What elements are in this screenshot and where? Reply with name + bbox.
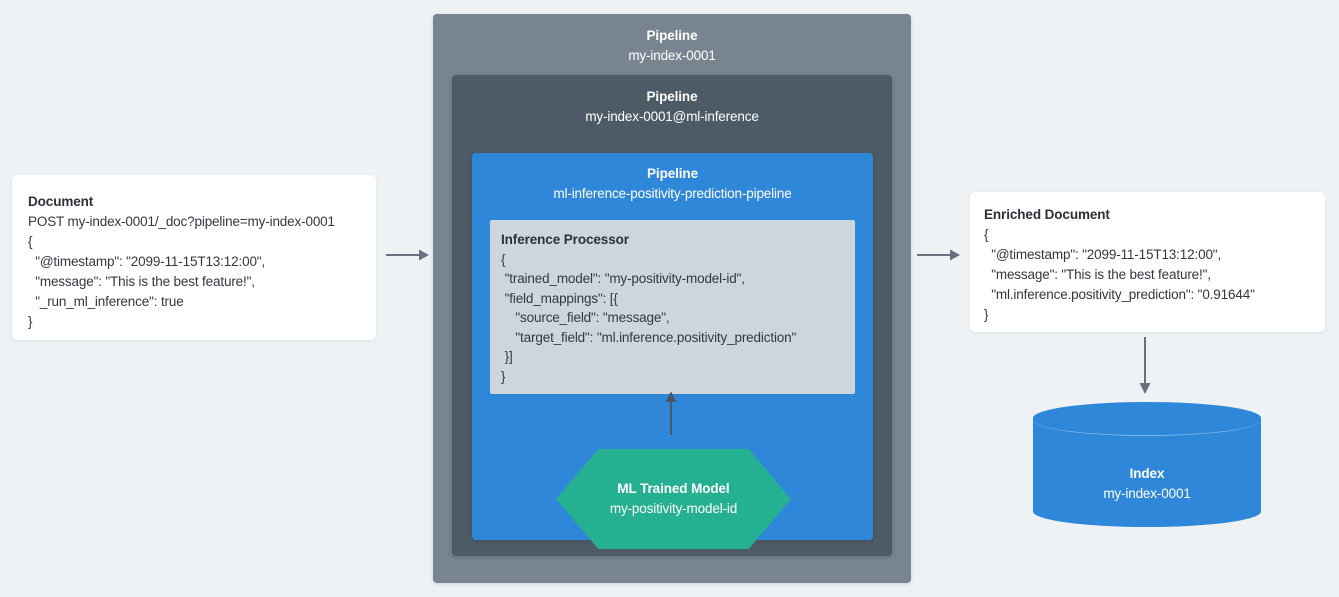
document-line-2: "@timestamp": "2099-11-15T13:12:00",: [28, 253, 266, 269]
document-line-4: "_run_ml_inference": true: [28, 293, 184, 309]
document-line-0: POST my-index-0001/_doc?pipeline=my-inde…: [28, 213, 335, 229]
pipeline-middle-header: Pipeline my-index-0001@ml-inference: [452, 75, 892, 128]
pipeline-inner-subtitle: ml-inference-positivity-prediction-pipel…: [553, 186, 792, 202]
arrow-enriched-document-to-index-icon: [1139, 337, 1151, 394]
enriched-document-title: Enriched Document: [984, 207, 1110, 222]
pipeline-inner-title: Pipeline: [647, 166, 698, 181]
index-cylinder: Index my-index-0001: [1033, 402, 1261, 527]
arrow-ml-model-to-inference-processor-icon: [665, 391, 677, 435]
pipeline-outer-title: Pipeline: [646, 28, 698, 43]
document-line-3: "message": "This is the best feature!",: [28, 273, 255, 289]
enriched-document-line-4: }: [984, 306, 989, 322]
enriched-document-card: Enriched Document { "@timestamp": "2099-…: [970, 192, 1325, 332]
document-line-1: {: [28, 233, 33, 249]
inference-processor-box: Inference Processor { "trained_model": "…: [488, 218, 857, 396]
inference-processor-line-5: }]: [501, 349, 513, 365]
pipeline-outer-subtitle: my-index-0001: [628, 48, 716, 64]
ml-trained-model-hexagon: ML Trained Model my-positivity-model-id: [556, 449, 791, 549]
ml-trained-model-subtitle: my-positivity-model-id: [609, 501, 738, 516]
document-line-5: }: [28, 313, 33, 329]
pipeline-inner-header: Pipeline ml-inference-positivity-predict…: [472, 153, 873, 205]
inference-processor-line-4: "target_field": "ml.inference.positivity…: [501, 329, 797, 345]
arrow-pipeline-to-enriched-document-icon: [917, 249, 960, 261]
index-cylinder-top-ellipse: [1033, 402, 1261, 434]
inference-processor-title: Inference Processor: [501, 232, 629, 247]
pipeline-outer-my-index-0001: Pipeline my-index-0001 Pipeline my-index…: [433, 14, 911, 583]
pipeline-middle-title: Pipeline: [646, 89, 698, 104]
ml-trained-model-title: ML Trained Model: [617, 480, 730, 496]
pipeline-inner-positivity-prediction: Pipeline ml-inference-positivity-predict…: [472, 153, 873, 549]
pipeline-middle-ml-inference: Pipeline my-index-0001@ml-inference Pipe…: [452, 75, 892, 556]
index-cylinder-bottom-ellipse: [1033, 496, 1261, 527]
enriched-document-line-3: "ml.inference.positivity_prediction": "0…: [984, 286, 1255, 302]
inference-processor-line-2: "field_mappings": [{: [501, 290, 618, 306]
inference-processor-line-1: "trained_model": "my-positivity-model-id…: [501, 271, 745, 287]
arrow-document-to-pipeline-icon: [386, 249, 429, 261]
enriched-document-line-1: "@timestamp": "2099-11-15T13:12:00",: [984, 246, 1222, 262]
inference-processor-line-0: {: [501, 251, 506, 267]
inference-processor-line-6: }: [501, 368, 506, 384]
document-card: Document POST my-index-0001/_doc?pipelin…: [12, 175, 376, 340]
pipeline-middle-subtitle: my-index-0001@ml-inference: [585, 109, 759, 125]
enriched-document-line-2: "message": "This is the best feature!",: [984, 266, 1211, 282]
index-cylinder-label: Index my-index-0001: [1033, 464, 1261, 505]
inference-processor-line-3: "source_field": "message",: [501, 310, 670, 326]
document-card-title: Document: [28, 194, 94, 209]
enriched-document-line-0: {: [984, 226, 989, 242]
index-title: Index: [1129, 466, 1165, 481]
pipeline-outer-header: Pipeline my-index-0001: [433, 14, 911, 67]
index-subtitle: my-index-0001: [1103, 486, 1191, 502]
